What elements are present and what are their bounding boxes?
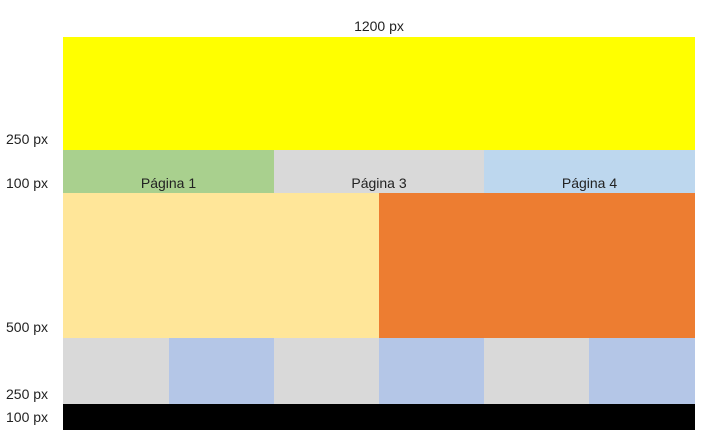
grid-cell-2 <box>169 338 274 404</box>
nav-label-pagina-1: Página 1 <box>140 175 197 191</box>
nav-label-pagina-4: Página 4 <box>561 175 618 191</box>
nav-cell-pagina-1: Página 1 <box>63 150 274 193</box>
content-right-block <box>379 193 695 338</box>
footer-block <box>63 404 695 430</box>
header-block <box>63 37 695 150</box>
height-label-grid: 250 px <box>6 386 49 402</box>
grid-cell-3 <box>274 338 379 404</box>
nav-label-pagina-3: Página 3 <box>351 175 407 191</box>
height-label-nav: 100 px <box>6 175 49 191</box>
nav-cell-pagina-4: Página 4 <box>484 150 695 193</box>
width-label: 1200 px <box>354 18 404 34</box>
grid-cell-6 <box>589 338 695 404</box>
grid-cell-5 <box>484 338 589 404</box>
height-label-content: 500 px <box>6 319 49 335</box>
height-label-footer: 100 px <box>6 409 49 425</box>
grid-cell-1 <box>63 338 169 404</box>
nav-cell-pagina-3: Página 3 <box>274 150 484 193</box>
grid-cell-4 <box>379 338 484 404</box>
content-left-block <box>63 193 379 338</box>
height-label-header: 250 px <box>6 131 49 147</box>
